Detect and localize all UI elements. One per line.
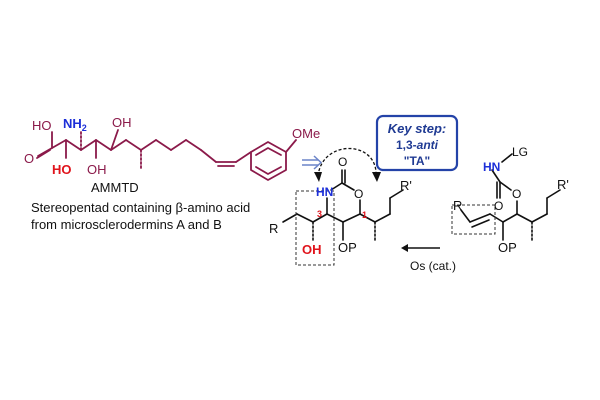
key-step-ta: "TA" — [404, 154, 430, 168]
substrate-labels: R HN LG O O R' OP — [453, 145, 569, 255]
nh2-label: NH2 — [63, 116, 87, 133]
product-locant-1: 1 — [362, 210, 367, 220]
ammtd-structure — [36, 129, 297, 181]
product-r-left: R — [269, 221, 278, 236]
oh-bottom-label: OH — [87, 162, 107, 177]
product-op: OP — [338, 240, 357, 255]
caption-line-2: from microsclerodermins A and B — [31, 217, 222, 232]
key-step-subtitle: 1,3-anti — [396, 138, 439, 152]
reaction-arrowhead — [401, 244, 408, 252]
key-step-title: Key step: — [388, 121, 447, 136]
product-structure — [282, 169, 404, 241]
acid-ho-label: HO — [32, 118, 52, 133]
product-hn: HN — [316, 185, 333, 199]
acid-o-label: O — [24, 151, 34, 166]
substrate-structure — [460, 153, 561, 241]
substrate-hn: HN — [483, 160, 500, 174]
product-r-prime: R' — [400, 178, 412, 193]
substrate-r-left: R — [453, 198, 462, 213]
product-oh: OH — [302, 242, 322, 257]
caption-line-1: Stereopentad containing β-amino acid — [31, 200, 250, 215]
key-step-box: Key step: 1,3-anti "TA" — [375, 114, 459, 172]
reactive-region-box — [295, 190, 335, 266]
curved-arrow-icon — [317, 147, 377, 177]
retrosynthesis-arrow-icon — [302, 155, 323, 170]
product-labels: R HN O O R' OH OP 3 1 — [269, 155, 412, 257]
ome-label: OMe — [292, 126, 320, 141]
oh-red-label: HO — [52, 162, 72, 177]
ammtd-name: AMMTD — [91, 180, 139, 195]
product-locant-3: 3 — [317, 209, 322, 219]
product-ring-o: O — [354, 187, 363, 201]
oh-top-label: OH — [112, 115, 132, 130]
substrate-lg: LG — [512, 145, 528, 159]
substrate-r-prime: R' — [557, 177, 569, 192]
alkene-region-box — [451, 204, 496, 235]
ammtd-labels: HO O NH2 OH HO OH OMe AMMTD Stereopentad… — [24, 115, 320, 232]
substrate-carbonyl-o: O — [494, 199, 503, 213]
product-carbonyl-o: O — [338, 155, 347, 169]
reagent-label: Os (cat.) — [410, 259, 456, 273]
substrate-ester-o: O — [512, 187, 521, 201]
substrate-op: OP — [498, 240, 517, 255]
curved-arrow-heads — [314, 172, 381, 182]
